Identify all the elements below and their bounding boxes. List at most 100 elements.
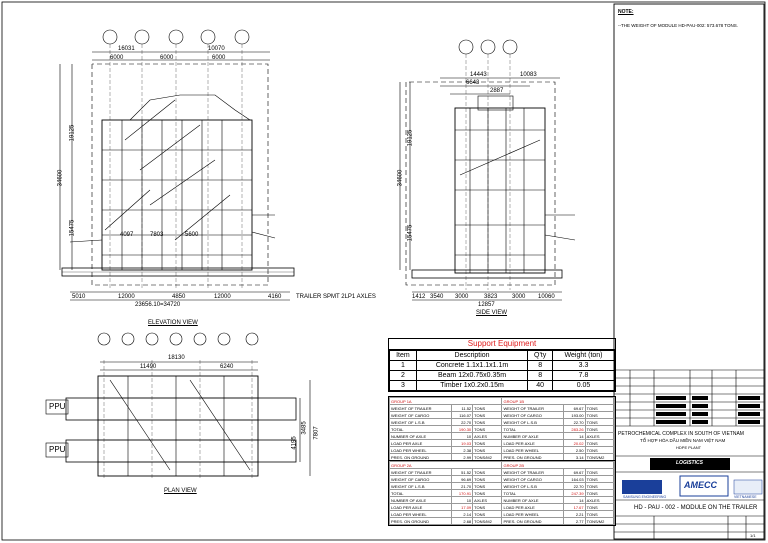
client-amecc-text: AMECC	[684, 480, 717, 490]
vietnamese-logo	[733, 479, 763, 495]
cell: 2.21	[563, 510, 586, 518]
cell: NUMBER OF AXLE	[389, 432, 452, 440]
cell: TONS	[584, 425, 616, 433]
cell: 22.70	[450, 418, 474, 426]
elev-dim-mid-a: 4097	[120, 232, 134, 238]
cell: TONS	[584, 439, 616, 447]
col-qty: Q'ty	[527, 350, 554, 361]
cell: Concrete 1.1x1.1x1.1m	[415, 360, 529, 371]
cell: 3.3	[552, 360, 615, 371]
cell: NUMBER OF AXLE	[501, 432, 565, 440]
support-equipment-table: Support Equipment Item Description Q'ty …	[388, 338, 616, 392]
logos	[622, 458, 763, 497]
side-dim-top-b: 10083	[520, 72, 537, 78]
support-equipment-title: Support Equipment	[389, 339, 615, 350]
cell: TONS	[472, 468, 503, 476]
cell: 2.14	[450, 510, 474, 518]
cell: LOAD PER AXLE	[389, 503, 452, 511]
elev-dim-top-a: 6000	[110, 55, 124, 61]
cell: 2.38	[450, 446, 474, 454]
cell: TONS	[472, 489, 503, 497]
cell: TONS	[584, 404, 616, 412]
drawing-scale: 1/1	[750, 533, 756, 538]
cell: TONS	[472, 439, 503, 447]
elev-dim-mid-c: 5600	[185, 232, 199, 238]
cell: TOTAL	[501, 489, 565, 497]
plan-dim-side-b: 4195	[291, 436, 298, 450]
elev-dim-bottom-a: 5010	[72, 294, 86, 300]
cell: WEIGHT OF CARGO	[501, 411, 565, 419]
ppu-box-2	[45, 442, 69, 458]
cell: TONS	[472, 418, 503, 426]
cell: TONS	[472, 404, 503, 412]
side-view-title: SIDE VIEW	[476, 310, 508, 316]
side-dim-bottom-d: 3823	[484, 294, 498, 300]
cell: 247.39	[563, 489, 586, 497]
cell: 7.8	[552, 370, 615, 381]
elevation-view	[59, 29, 295, 301]
side-dim-bottom-e: 3000	[512, 294, 526, 300]
cell: LOAD PER AXLE	[389, 439, 452, 447]
cell: TONS	[584, 482, 616, 490]
ppu-label-1: PPU	[49, 402, 66, 411]
cell: PRES. ON GROUND	[501, 517, 565, 525]
note-text: --THE WEIGHT OF MODULE HD-PAU-002: 573.6…	[618, 23, 738, 28]
table-row: 3 Timber 1x0.2x0.15m 40 0.05	[389, 380, 615, 391]
elev-dim-top-c: 6000	[212, 55, 226, 61]
plan-view-title: PLAN VIEW	[164, 488, 197, 494]
cell: WEIGHT OF L.S.B	[501, 482, 565, 490]
cell: WEIGHT OF L.S.B	[389, 418, 452, 426]
cell: 3	[389, 380, 417, 391]
side-dim-top-c: 6643	[466, 80, 480, 86]
cell: WEIGHT OF CARGO	[501, 475, 565, 483]
plan-dim-top-total: 18130	[168, 355, 185, 361]
side-dim-top-d: 2887	[490, 88, 504, 94]
cell: AXLES	[472, 432, 503, 440]
contractor-logo-text: LOGISTICS	[676, 460, 703, 466]
cell: TONS	[584, 503, 616, 511]
cell: 17.67	[563, 503, 586, 511]
cell: 69.67	[563, 404, 586, 412]
side-dim-bottom-total: 12857	[478, 302, 495, 308]
cell: 193.00	[563, 411, 586, 419]
amecc-logo	[679, 475, 729, 497]
client-samsung-text: SAMSUNG ENGINEERING	[623, 495, 667, 499]
cell: TONS	[584, 446, 616, 454]
cell: TONS	[472, 503, 503, 511]
note-title: NOTE:	[618, 9, 634, 15]
elev-dim-bottom-d: 12000	[214, 294, 231, 300]
side-dim-height-total: 34600	[397, 169, 404, 187]
cell: AXLES	[584, 432, 616, 440]
elev-dim-top-right: 10070	[208, 46, 225, 52]
cell: TONS	[472, 475, 503, 483]
elev-dim-top-overall: 16031	[118, 46, 135, 52]
samsung-logo	[622, 480, 662, 494]
project-sub: HDPE PLANT	[676, 445, 702, 450]
cell: 116.07	[450, 411, 474, 419]
contractor-logo	[650, 458, 730, 470]
cell: 40	[527, 380, 554, 391]
cell: TOTAL	[389, 489, 452, 497]
cell: LOAD PER WHEEL	[389, 446, 452, 454]
cell: WEIGHT OF TRAILER	[501, 404, 565, 412]
cell: NUMBER OF AXLE	[501, 496, 565, 504]
side-view	[399, 39, 576, 301]
cell: 22.70	[563, 418, 586, 426]
side-dim-bottom-c: 3000	[455, 294, 469, 300]
cell: TONS	[584, 510, 616, 518]
cell: 164.03	[563, 475, 586, 483]
cell: TOTAL	[389, 425, 452, 433]
cell: 8	[527, 370, 554, 381]
elev-dim-bottom-e: 4160	[268, 294, 282, 300]
title-block-lines	[613, 3, 765, 540]
cell: TONS	[584, 475, 616, 483]
